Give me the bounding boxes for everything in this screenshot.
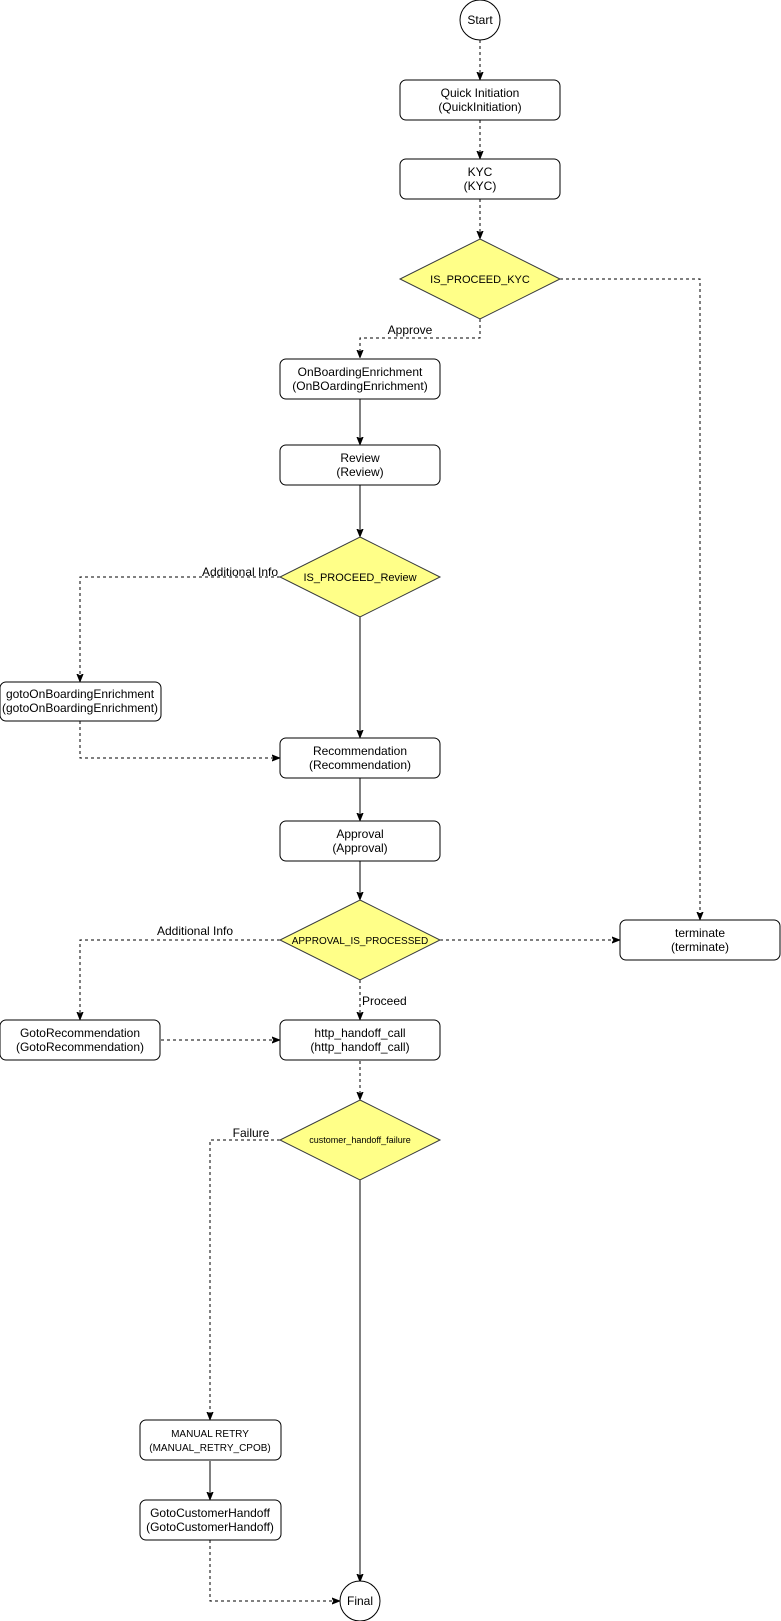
kyc-title: KYC [468,165,493,179]
edge-customer-handoff-failure-to-manual-retry [210,1139,280,1419]
goto-customer-handoff-title: GotoCustomerHandoff [150,1506,271,1520]
is-proceed-kyc-label: IS_PROCEED_KYC [430,274,530,286]
kyc-node: KYC (KYC) [399,158,561,200]
goto-customer-handoff-node: GotoCustomerHandoff (GotoCustomerHandoff… [139,1499,282,1541]
final-node: Final [339,1580,381,1621]
manual-retry-node: MANUAL RETRY (MANUAL_RETRY_CPOB) [139,1419,282,1461]
approval-title: Approval [336,827,383,841]
quick-initiation-node: Quick Initiation (QuickInitiation) [399,79,561,121]
terminate-title: terminate [675,926,725,940]
goto-recommendation-node: GotoRecommendation (GotoRecommendation) [0,1019,161,1061]
http-handoff-call-title: http_handoff_call [314,1026,405,1040]
start-node-label: Start [467,13,493,27]
recommendation-node: Recommendation (Recommendation) [279,737,441,779]
quick-initiation-id: (QuickInitiation) [438,100,521,114]
recommendation-id: (Recommendation) [309,758,411,772]
review-title: Review [340,451,380,465]
recommendation-title: Recommendation [313,744,407,758]
goto-onboarding-enrichment-id: (gotoOnBoardingEnrichment) [2,701,158,715]
approval-is-processed-label: APPROVAL_IS_PROCESSED [292,936,429,947]
edges [80,40,700,1601]
edge-goto-onboarding-enrichment-to-recommendation [79,721,279,758]
review-node: Review (Review) [279,444,441,486]
onboarding-enrichment-title: OnBoardingEnrichment [298,365,423,379]
approval-node: Approval (Approval) [279,820,441,862]
quick-initiation-title: Quick Initiation [441,86,520,100]
edge-label-additional-info-approval: Additional Info [157,924,233,938]
edge-is-proceed-kyc-to-terminate [560,278,700,919]
is-proceed-review-label: IS_PROCEED_Review [303,572,416,584]
edge-goto-customer-handoff-to-final [209,1540,339,1601]
goto-onboarding-enrichment-title: gotoOnBoardingEnrichment [6,687,155,701]
http-handoff-call-id: (http_handoff_call) [310,1040,409,1054]
edge-label-approve: Approve [388,323,433,337]
approval-id: (Approval) [332,841,387,855]
final-node-label: Final [347,1594,373,1608]
terminate-node: terminate (terminate) [619,919,781,961]
terminate-id: (terminate) [671,940,729,954]
is-proceed-kyc-decision: IS_PROCEED_KYC [398,238,562,320]
goto-recommendation-title: GotoRecommendation [20,1026,140,1040]
customer-handoff-failure-decision: customer_handoff_failure [278,1099,442,1181]
edge-is-proceed-kyc-to-onboarding-enrichment [360,319,481,357]
goto-onboarding-enrichment-node: gotoOnBoardingEnrichment (gotoOnBoarding… [0,681,162,722]
onboarding-enrichment-node: OnBoardingEnrichment (OnBOardingEnrichme… [279,358,441,400]
customer-handoff-failure-label: customer_handoff_failure [309,1135,410,1145]
goto-recommendation-id: (GotoRecommendation) [16,1040,144,1054]
start-node: Start [459,0,501,41]
review-id: (Review) [336,465,383,479]
onboarding-enrichment-id: (OnBOardingEnrichment) [292,379,427,393]
edge-label-proceed: Proceed [362,994,407,1008]
kyc-id: (KYC) [464,179,497,193]
manual-retry-title: MANUAL RETRY [171,1429,249,1440]
goto-customer-handoff-id: (GotoCustomerHandoff) [146,1520,274,1534]
edge-label-additional-info-review: Additional Info [202,565,278,579]
edge-labels: Approve Additional Info Additional Info … [157,323,433,1140]
manual-retry-id: (MANUAL_RETRY_CPOB) [149,1443,271,1454]
edge-approval-is-processed-to-goto-recommendation [80,939,280,1019]
edge-is-proceed-review-to-goto-onboarding-enrichment [80,576,280,681]
edge-label-failure: Failure [233,1126,270,1140]
approval-is-processed-decision: APPROVAL_IS_PROCESSED [278,899,442,981]
http-handoff-call-node: http_handoff_call (http_handoff_call) [279,1019,441,1061]
is-proceed-review-decision: IS_PROCEED_Review [278,536,442,618]
